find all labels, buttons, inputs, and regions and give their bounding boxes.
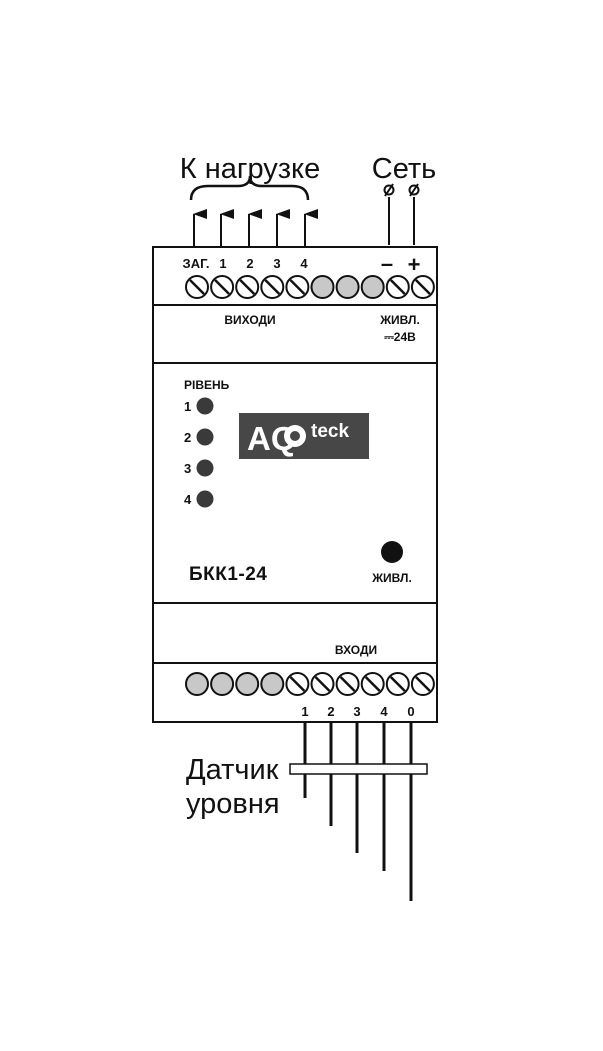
aqteck-logo: AQ teck: [239, 413, 369, 459]
top-screw-terminal-icon: [235, 275, 260, 299]
top-screw-terminal-icon: [385, 275, 410, 299]
outputs-label: ВИХОДИ: [224, 313, 275, 327]
bottom-screw-terminal-icon: [335, 672, 360, 696]
logo-suffix: teck: [311, 421, 349, 442]
power-supply-label: ЖИВЛ.: [379, 313, 420, 327]
bottom-terminal-row: [185, 672, 435, 696]
top-screw-terminal-icon: [410, 275, 435, 299]
power-led: [381, 541, 403, 563]
bottom-blank-terminal: [260, 672, 285, 696]
model-label: БКК1-24: [189, 564, 267, 585]
inputs-label: ВХОДИ: [335, 643, 377, 657]
level-number: 3: [184, 461, 191, 476]
input-terminal-labels: 1 2 3 4 0: [301, 704, 414, 719]
level-led-2: [196, 428, 214, 446]
input-terminal-label: 4: [380, 704, 388, 719]
level-number: 2: [184, 430, 191, 445]
output-terminal-label: 3: [273, 256, 280, 271]
output-terminal-label: 2: [246, 256, 253, 271]
input-terminal-label: 2: [327, 704, 334, 719]
bottom-screw-terminal-icon: [385, 672, 410, 696]
top-blank-terminal: [310, 275, 335, 299]
bottom-screw-terminal-icon: [360, 672, 385, 696]
top-screw-terminal-icon: [185, 275, 209, 299]
bottom-screw-terminal-icon: [285, 672, 310, 696]
load-brace: [189, 175, 310, 201]
minus-sign: –: [381, 251, 393, 276]
top-screw-terminal-icon: [210, 275, 235, 299]
voltage-label: ⎓24В: [384, 330, 416, 344]
level-led-1: [196, 397, 214, 415]
bottom-blank-terminal: [185, 672, 209, 696]
top-terminal-row: [185, 275, 435, 299]
load-arrows: [193, 209, 318, 247]
input-terminal-label: 3: [353, 704, 360, 719]
sensor-probes: [303, 722, 413, 901]
bottom-blank-terminal: [235, 672, 260, 696]
top-blank-terminal: [360, 275, 385, 299]
top-blank-terminal: [335, 275, 360, 299]
input-terminal-label: 1: [301, 704, 308, 719]
level-led-4: [196, 490, 214, 508]
level-label: РІВЕНЬ: [184, 378, 230, 392]
network-connectors: [383, 183, 420, 245]
gear-icon: [284, 425, 306, 447]
sensor-label-line2: уровня: [186, 788, 280, 820]
sensor-label-line1: Датчик: [186, 754, 279, 786]
level-indicators: 1 2 3 4: [184, 397, 214, 508]
device-housing: [152, 246, 438, 723]
top-screw-terminal-icon: [260, 275, 285, 299]
level-number: 1: [184, 399, 191, 414]
output-terminal-label: ЗАГ.: [183, 256, 210, 271]
input-terminal-label: 0: [407, 704, 414, 719]
output-terminal-label: 4: [300, 256, 308, 271]
bottom-screw-terminal-icon: [310, 672, 335, 696]
sensor-clamp: [289, 763, 428, 775]
network-label: Сеть: [372, 153, 437, 185]
top-screw-terminal-icon: [285, 275, 310, 299]
network-minus-connector-icon: [383, 184, 395, 196]
network-plus-connector-icon: [408, 184, 420, 196]
output-terminal-labels: ЗАГ. 1 2 3 4: [183, 256, 309, 271]
bottom-screw-terminal-icon: [410, 672, 435, 696]
level-number: 4: [184, 492, 192, 507]
bottom-blank-terminal: [210, 672, 235, 696]
plus-sign: +: [408, 252, 421, 277]
output-terminal-label: 1: [219, 256, 226, 271]
power-label: ЖИВЛ.: [371, 571, 412, 585]
level-led-3: [196, 459, 214, 477]
